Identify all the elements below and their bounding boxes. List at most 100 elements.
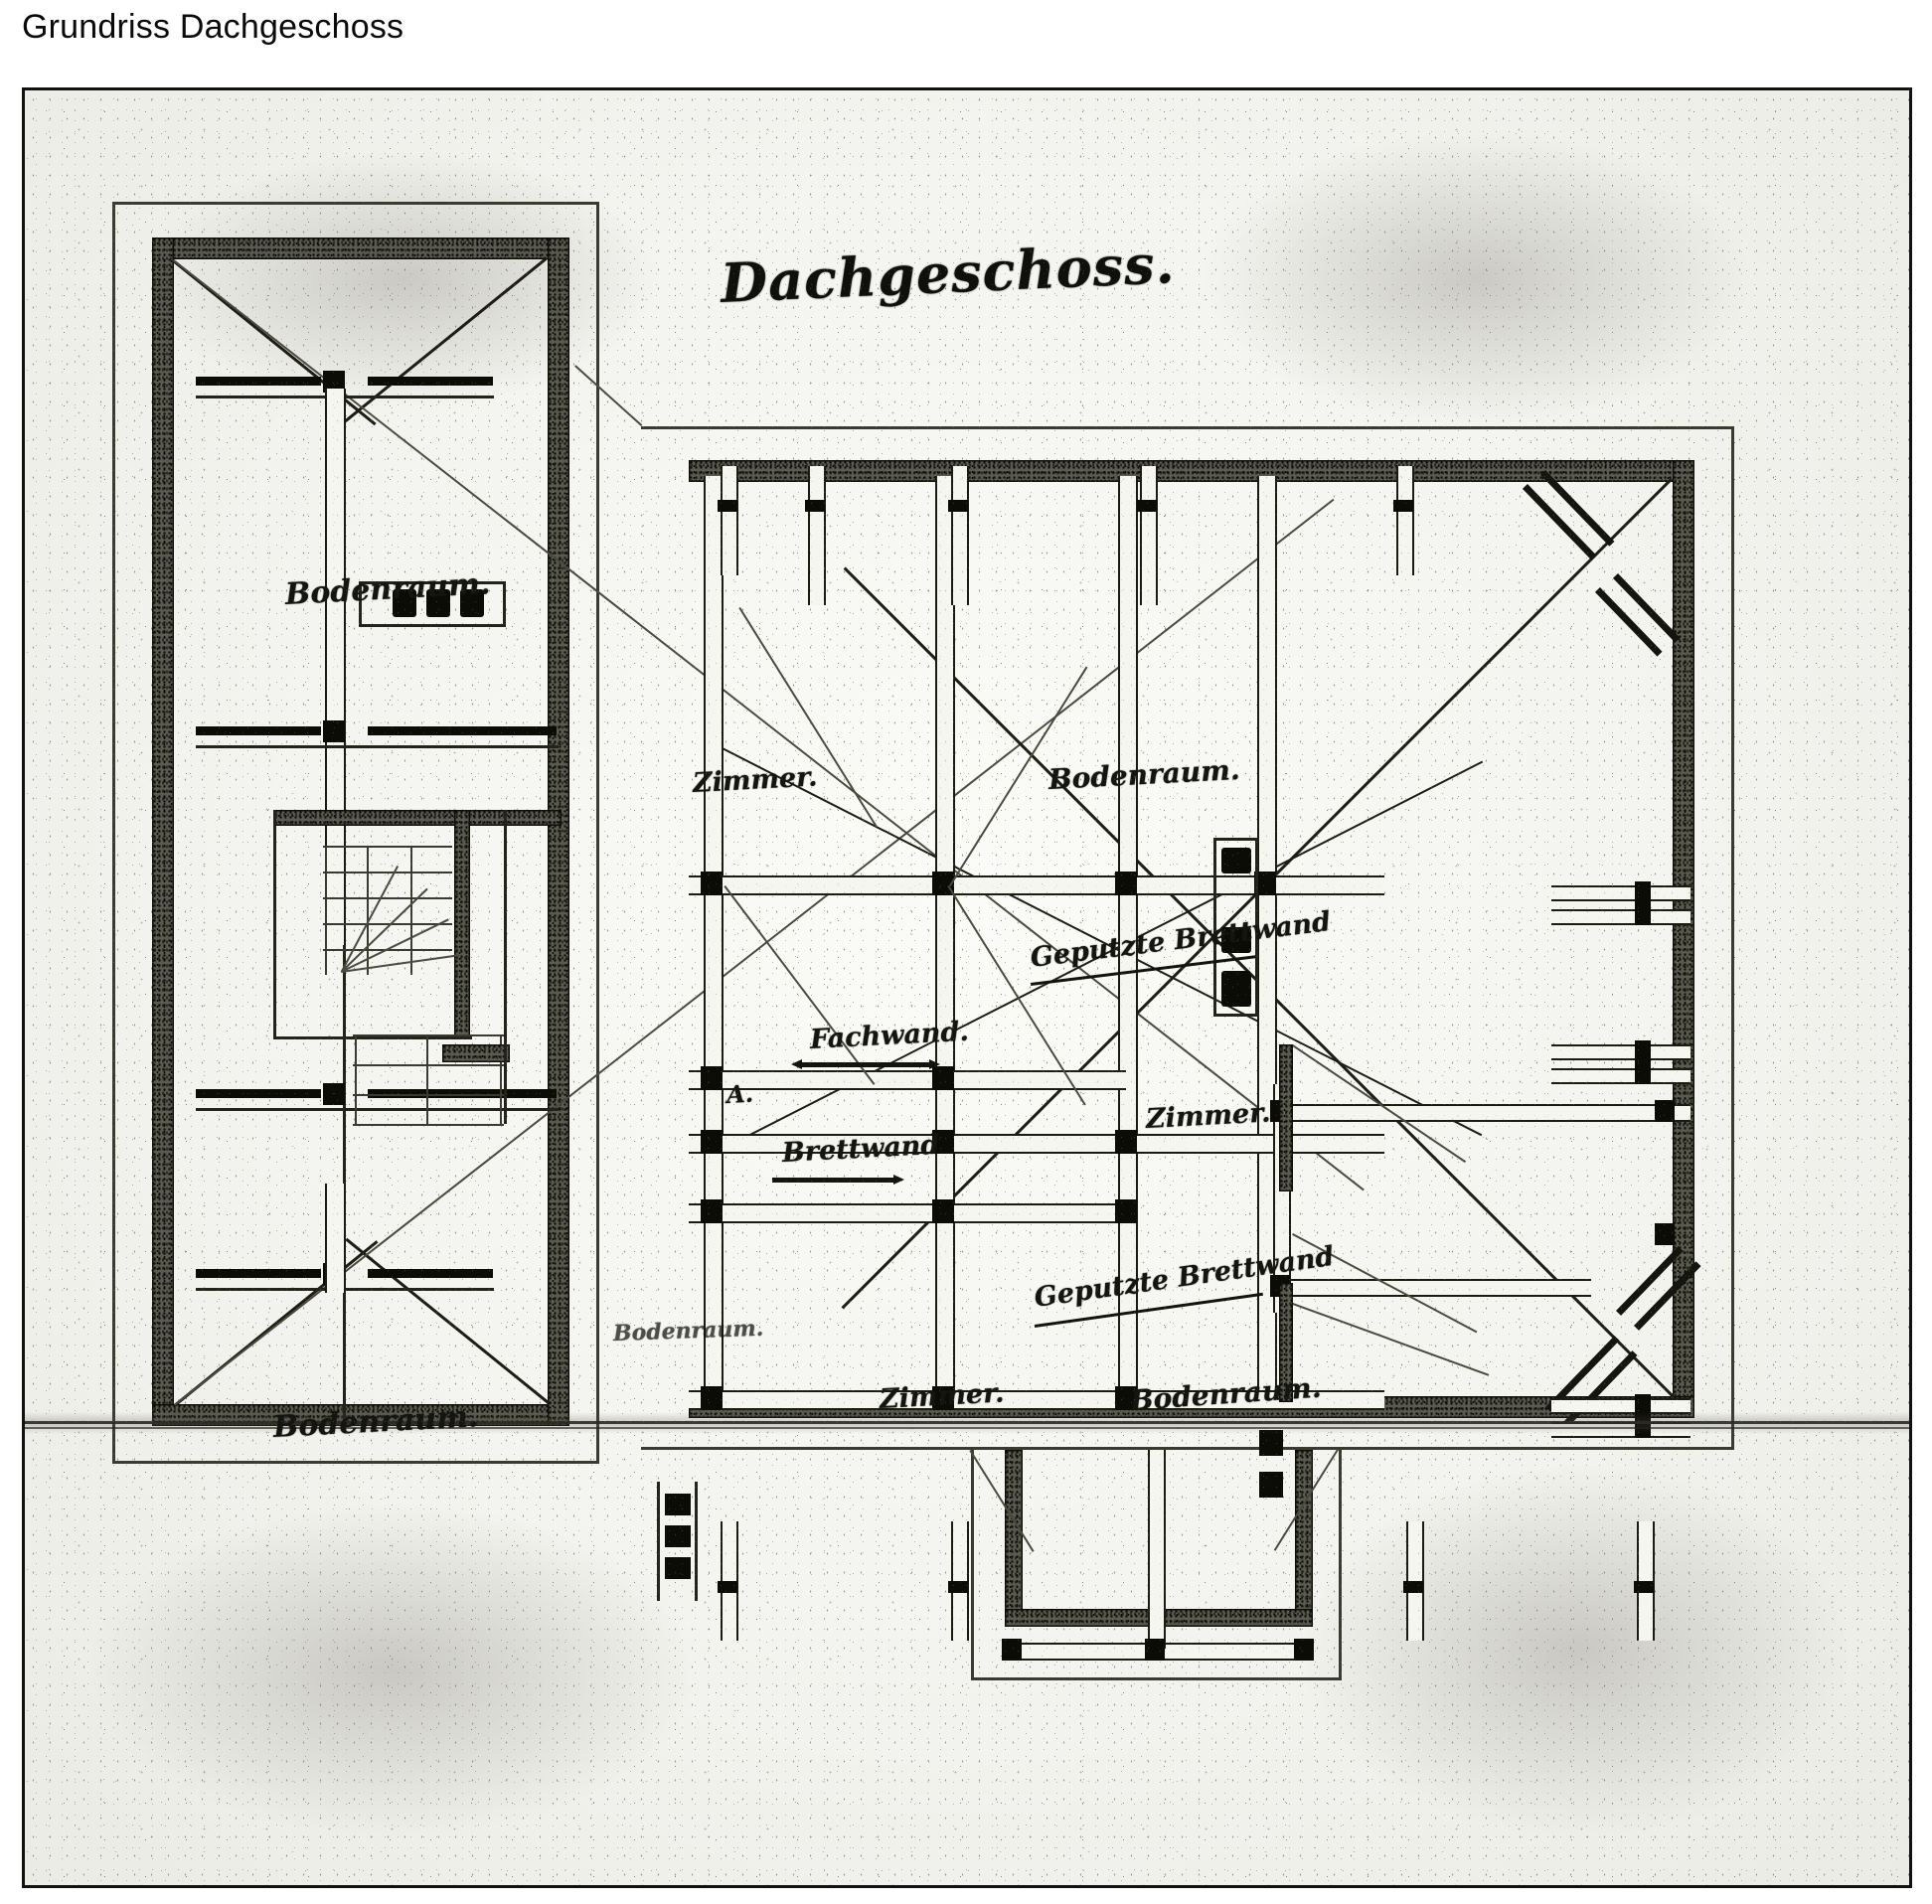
chimney-flue-fill (1221, 848, 1251, 873)
partition-wall-right-lower (1279, 1283, 1293, 1402)
dormer-sill (1137, 500, 1157, 512)
partition-beam (1273, 1104, 1690, 1122)
dormer-sill (948, 1581, 968, 1593)
beam-joint-node (701, 1199, 723, 1223)
board-anchor (1635, 881, 1651, 925)
left-wing-wall-bottom (152, 1404, 569, 1426)
beam-joint-node (1115, 1130, 1137, 1154)
stair-landing-grid (353, 1124, 504, 1126)
timber-beam-run (689, 1070, 1126, 1090)
stair-shaft-wall (442, 1044, 510, 1062)
stair-enclosure-outline (273, 810, 276, 1038)
chimney-flue-outline (657, 1482, 660, 1601)
dormer-sill (805, 500, 825, 512)
board-anchor (1635, 1040, 1651, 1084)
roof-hip-timber (1612, 573, 1681, 643)
main-block-outline-right (1731, 426, 1734, 1450)
tie-beam (368, 377, 493, 386)
chimney-flue-fill (426, 589, 450, 617)
arrow-right-icon (929, 1059, 940, 1069)
timber-post-run (935, 476, 955, 1410)
chimney-flue-outline (359, 581, 362, 627)
tie-beam (196, 377, 321, 386)
ridge-timber-vertical (325, 1184, 346, 1293)
beam-joint-node (1002, 1639, 1022, 1661)
chimney-flue-fill (393, 589, 416, 617)
beam-joint-node (323, 720, 345, 742)
beam-joint-node (323, 371, 345, 393)
timber-post-run (704, 476, 724, 1410)
dormer-opening (1396, 466, 1414, 575)
left-wing-outline-top (112, 202, 599, 205)
left-wing-outline-right (596, 202, 599, 1464)
annex-outline-right (1339, 1450, 1342, 1680)
arrow-right-icon (893, 1175, 904, 1185)
label-marker-a: A. (725, 1078, 754, 1109)
drawing-title-handwritten: Dachgeschoss. (719, 232, 1177, 315)
beam-joint-node (1655, 1223, 1675, 1245)
tie-beam (196, 1089, 321, 1098)
beam-joint-node (1294, 1639, 1314, 1661)
chimney-flue-fill (665, 1494, 691, 1515)
beam-joint-node (701, 1386, 723, 1410)
label-underline-arrow (772, 1178, 893, 1183)
ridge-timber-vertical (325, 389, 346, 945)
dormer-opening (808, 466, 826, 605)
stair-landing-grid (426, 1034, 428, 1126)
tie-beam (368, 1269, 493, 1278)
dormer-sill (718, 1581, 737, 1593)
board-partition (1551, 1398, 1690, 1414)
beam-joint-node (932, 1386, 954, 1410)
chimney-stack-outline (1213, 838, 1259, 841)
beam-joint-node (1655, 1100, 1675, 1122)
chimney-flue-fill (665, 1525, 691, 1547)
stair-landing-grid (355, 1034, 357, 1126)
paper-smudge (84, 1502, 701, 1839)
paper-smudge (1198, 130, 1754, 428)
partition-beam (1273, 1279, 1591, 1297)
beam-joint-node (1115, 872, 1137, 895)
label-bodenraum-upper-right: Bodenraum. (1047, 752, 1241, 796)
board-partition (1551, 1044, 1690, 1060)
annex-roof-line (969, 1450, 1035, 1552)
partition-wall-right-upper (1279, 1044, 1293, 1191)
stair-landing-grid (353, 1034, 504, 1036)
beam-joint-node (1145, 1639, 1165, 1661)
annex-outline-bottom (971, 1677, 1342, 1680)
label-zimmer-bottom: Zimmer. (879, 1377, 1006, 1415)
dormer-sill (1393, 500, 1413, 512)
dormer-opening (721, 466, 738, 575)
main-block-outline-bottom (641, 1447, 1734, 1450)
annex-wall-right (1295, 1450, 1313, 1625)
dormer-sill (948, 500, 968, 512)
stair-tread (323, 949, 452, 951)
dormer-sill (718, 500, 737, 512)
stair-enclosure-wall-top (273, 810, 562, 826)
annex-outline-left (971, 1450, 974, 1680)
chimney-flue-outline (359, 581, 506, 584)
label-zimmer-right: Zimmer. (1145, 1097, 1272, 1135)
timber-post-run (1118, 476, 1138, 1410)
board-partition (1551, 1068, 1690, 1084)
board-partition (1551, 885, 1690, 901)
chimney-flue-fill (460, 589, 484, 617)
dormer-sill (1403, 1581, 1423, 1593)
chimney-flue-fill (1221, 971, 1251, 1007)
tie-beam (368, 1089, 557, 1098)
roof-valley-line (172, 259, 1365, 1191)
stair-tread (367, 846, 369, 975)
main-wall-right (1673, 460, 1694, 1418)
dormer-opening (1140, 466, 1158, 605)
chimney-flue-outline (503, 581, 506, 627)
timber-beam-run (689, 1390, 1384, 1410)
tie-beam (368, 726, 557, 735)
chimney-flue-outline (359, 624, 506, 627)
stair-shaft-outline (504, 810, 507, 1124)
stair-landing-grid (353, 1064, 504, 1066)
beam-joint-node (1115, 1386, 1137, 1410)
arrow-left-icon (791, 1059, 802, 1069)
chimney-flue-fill (1259, 1472, 1283, 1498)
dormer-opening (951, 466, 969, 605)
left-wing-wall-top (152, 238, 569, 259)
main-block-outline-top (641, 426, 1734, 429)
